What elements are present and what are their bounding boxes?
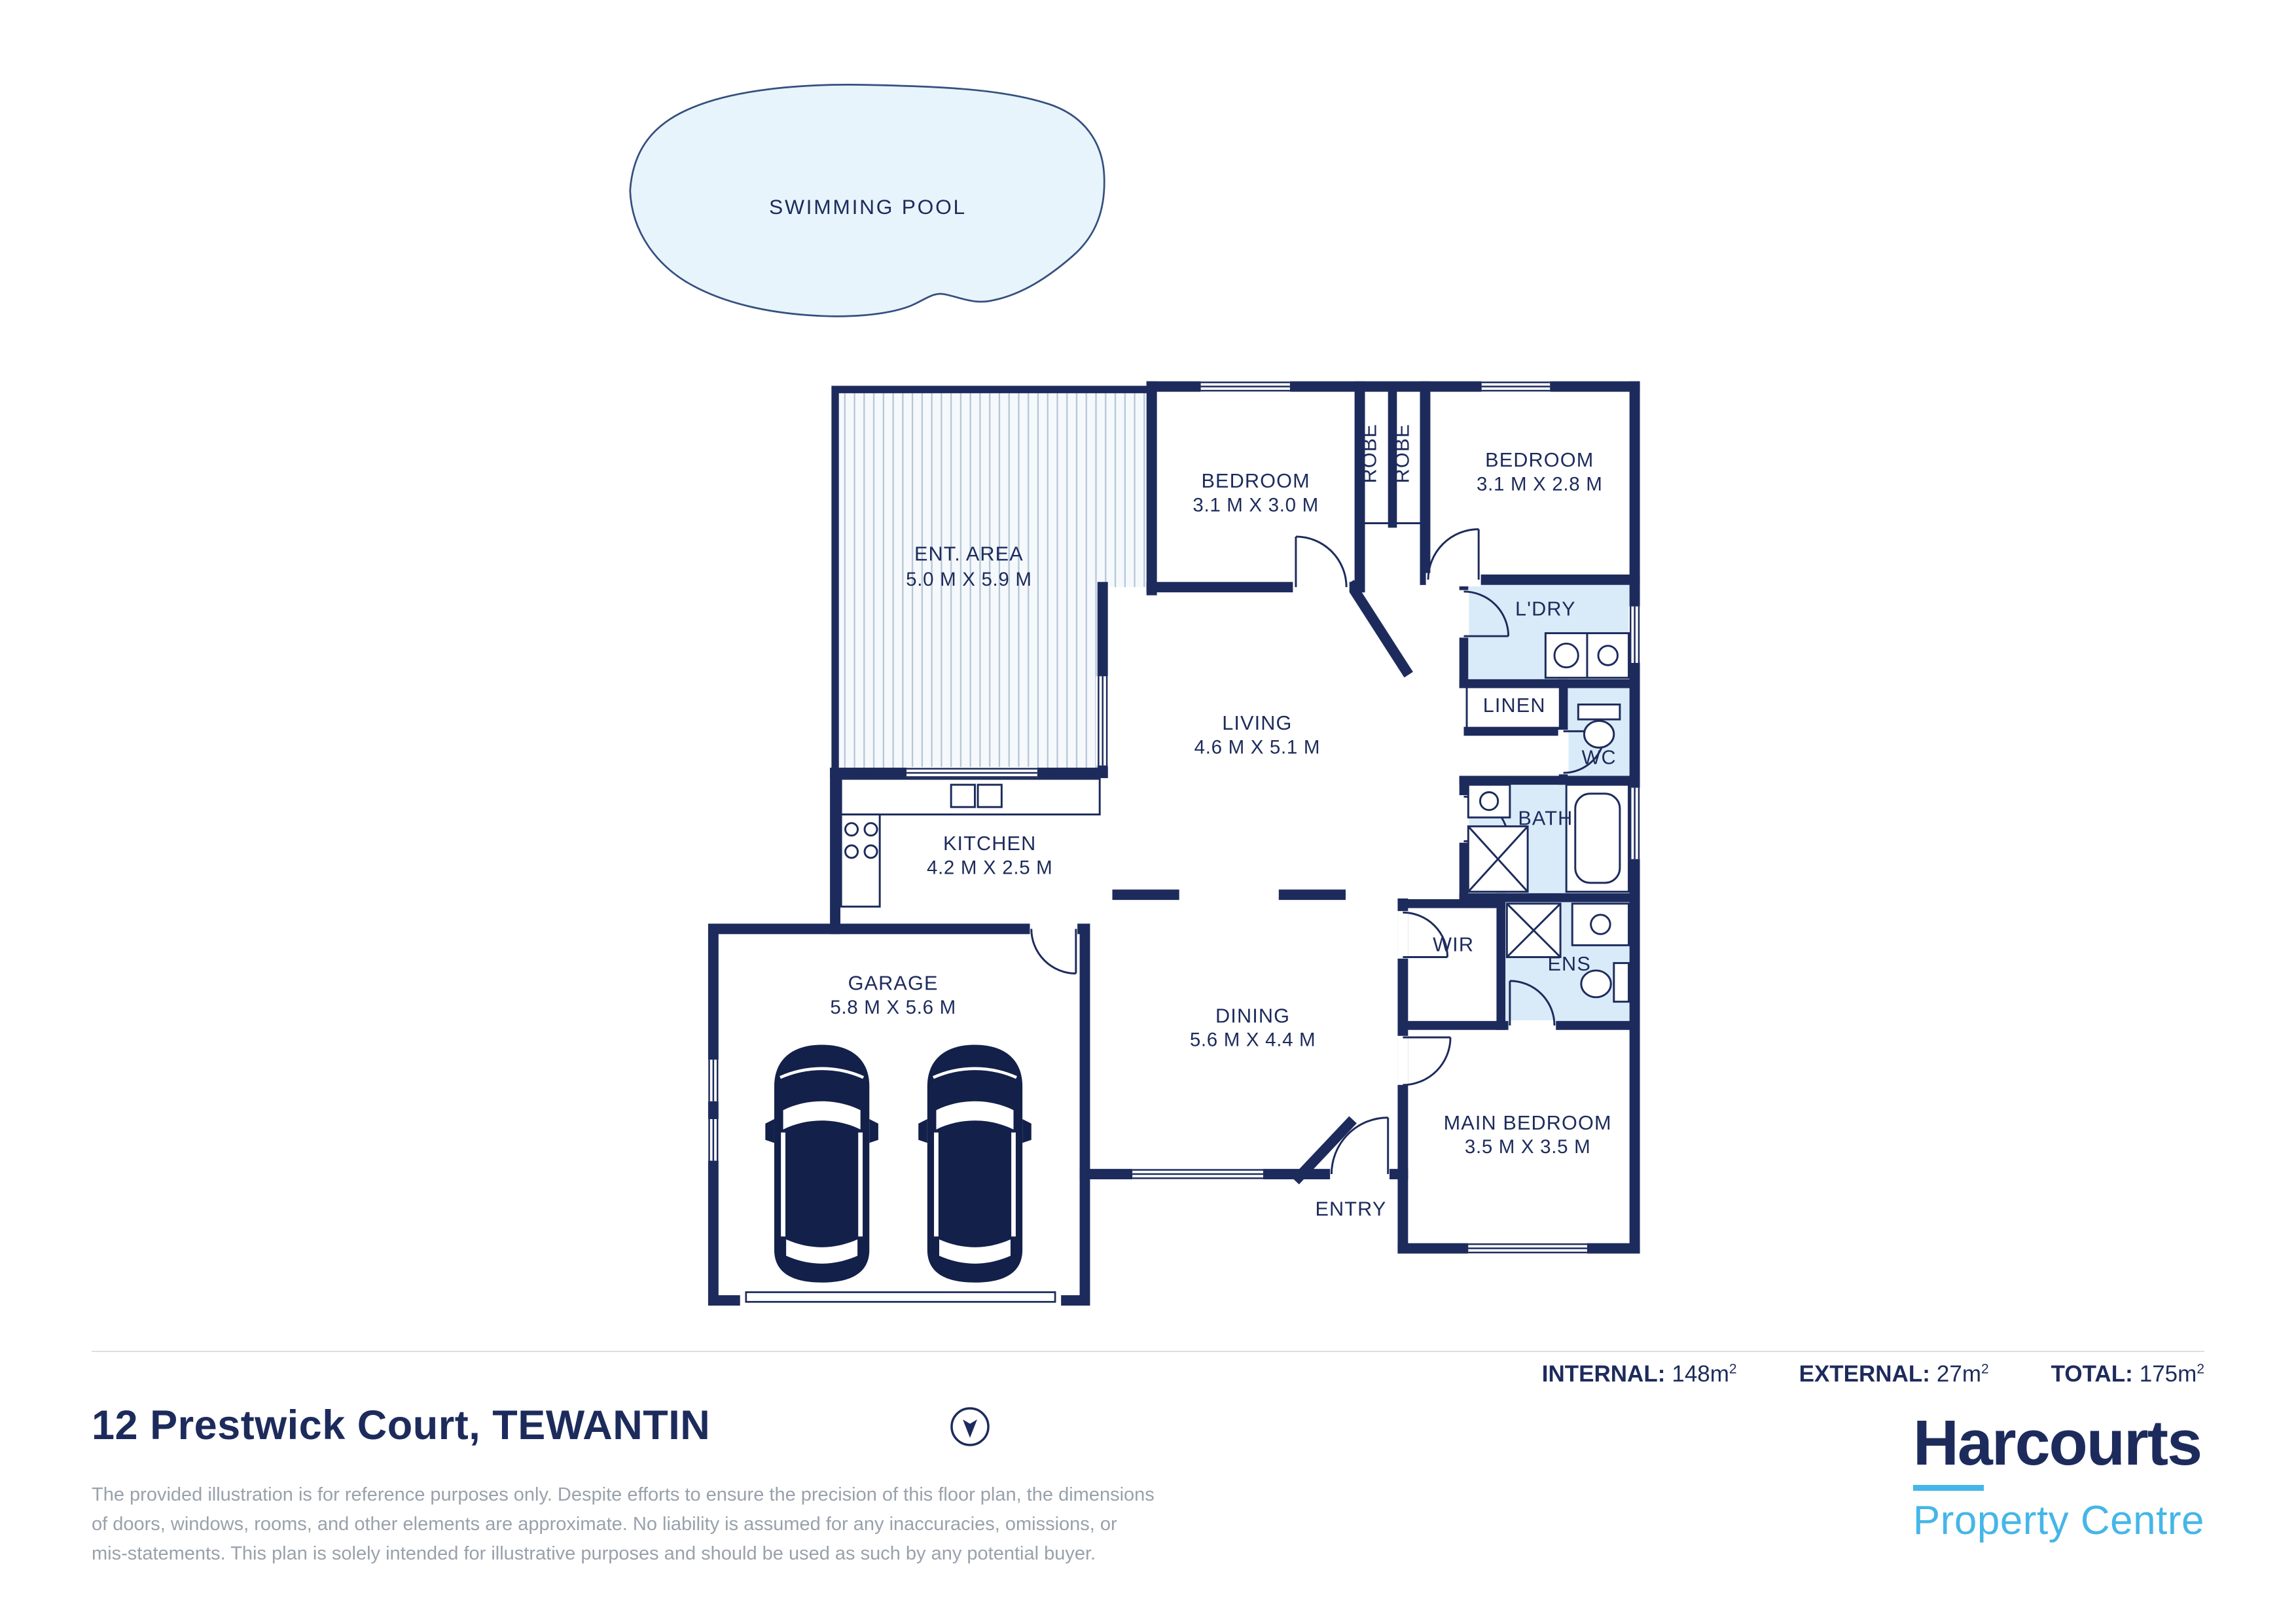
bathtub-icon: [1565, 783, 1630, 893]
car-icon: [918, 1044, 1031, 1282]
pool-outline: [629, 84, 1105, 317]
room-label-living: LIVING: [1222, 712, 1292, 734]
door-swing: [1030, 922, 1078, 974]
stat-internal: INTERNAL:148m2: [1542, 1361, 1737, 1387]
room-label-bedroom-3: BEDROOM: [1485, 449, 1594, 471]
door-swing: [1397, 911, 1448, 959]
brand-name: Harcourts: [1912, 1407, 2202, 1478]
room-label-linen: LINEN: [1483, 694, 1546, 717]
stat-internal-sup: 2: [1729, 1361, 1737, 1377]
bath-shower-icon: [1467, 825, 1529, 893]
window: [1468, 1242, 1587, 1255]
stat-total: TOTAL:175m2: [2051, 1361, 2204, 1387]
stove-icon: [844, 822, 878, 859]
brand-accent-bar: [1912, 1485, 1984, 1491]
windows: [707, 380, 1641, 1255]
stat-total-label: TOTAL:: [2051, 1361, 2133, 1387]
area-stats: INTERNAL:148m2 EXTERNAL:27m2 TOTAL:175m2: [1542, 1361, 2204, 1387]
window: [707, 1119, 719, 1161]
car-icon: [765, 1044, 878, 1282]
window: [906, 766, 1037, 779]
door-swing: [1458, 590, 1510, 638]
ens-toilet-icon: [1580, 962, 1630, 1003]
cars: [765, 1044, 1031, 1282]
room-dims-ent-area: 5.0 M X 5.9 M: [906, 569, 1031, 590]
disclaimer-line-3: mis-statements. This plan is solely inte…: [92, 1543, 1096, 1564]
ent-area-hatch: [838, 389, 1149, 770]
stat-external: EXTERNAL:27m2: [1799, 1361, 1989, 1387]
compass-icon: [948, 1404, 992, 1449]
room-labels: ENT. AREA 5.0 M X 5.9 M BEDROOM 3.1 M X …: [830, 423, 1616, 1221]
brand-tagline: Property Centre: [1912, 1498, 2204, 1543]
stat-internal-value: 148m: [1672, 1361, 1729, 1387]
doors: [1030, 522, 1606, 1181]
door-swing: [1508, 980, 1556, 1031]
room-label-bedroom-2: BEDROOM: [1201, 470, 1310, 492]
window: [1200, 380, 1290, 393]
disclaimer-text: The provided illustration is for referen…: [92, 1480, 1155, 1569]
room-dims-bedroom-3: 3.1 M X 2.8 M: [1477, 474, 1602, 495]
room-label-dining: DINING: [1215, 1005, 1290, 1027]
room-label-laundry: L'DRY: [1515, 597, 1576, 620]
room-label-ens: ENS: [1547, 953, 1590, 975]
stat-external-label: EXTERNAL:: [1799, 1361, 1930, 1387]
bath-vanity-icon: [1467, 783, 1511, 819]
harcourts-logo: Harcourts Property Centre: [1912, 1407, 2204, 1544]
sliding-door: [1096, 676, 1109, 766]
door-swing: [1330, 1116, 1390, 1181]
stat-external-sup: 2: [1981, 1361, 1989, 1377]
stat-total-sup: 2: [2197, 1361, 2204, 1377]
room-label-entry: ENTRY: [1315, 1198, 1386, 1221]
room-label-robe-1: ROBE: [1359, 423, 1381, 483]
door-swing: [1397, 1035, 1452, 1086]
laundry-bench: [1544, 632, 1630, 679]
room-label-ent-area: ENT. AREA: [914, 543, 1024, 565]
garage-door: [740, 1291, 1062, 1308]
disclaimer-line-1: The provided illustration is for referen…: [92, 1484, 1155, 1505]
stat-total-value: 175m: [2139, 1361, 2197, 1387]
door-swing: [1426, 528, 1481, 587]
room-dims-dining: 5.6 M X 4.4 M: [1190, 1029, 1316, 1051]
window: [1132, 1168, 1263, 1181]
stat-external-value: 27m: [1936, 1361, 1981, 1387]
wc-toilet-icon: [1577, 704, 1621, 749]
room-dims-garage: 5.8 M X 5.6 M: [830, 997, 956, 1018]
ens-vanity-icon: [1571, 902, 1630, 946]
room-dims-kitchen: 4.2 M X 2.5 M: [927, 857, 1052, 878]
ens-shower-icon: [1505, 902, 1562, 958]
window: [1481, 380, 1551, 393]
door-swing: [1293, 535, 1350, 594]
property-address: 12 Prestwick Court, TEWANTIN: [92, 1402, 710, 1449]
window: [707, 1060, 719, 1101]
room-label-wc: WC: [1581, 746, 1616, 768]
address-street: 12 Prestwick Court,: [92, 1402, 493, 1448]
window: [1628, 787, 1641, 859]
room-label-garage: GARAGE: [848, 972, 939, 994]
address-suburb: TEWANTIN: [492, 1402, 711, 1448]
pool-label: SWIMMING POOL: [769, 195, 967, 219]
room-dims-living: 4.6 M X 5.1 M: [1194, 736, 1320, 758]
disclaimer-line-2: of doors, windows, rooms, and other elem…: [92, 1514, 1117, 1535]
fixtures: [840, 632, 1630, 1003]
stat-internal-label: INTERNAL:: [1541, 1361, 1666, 1387]
room-label-robe-2: ROBE: [1391, 423, 1413, 483]
room-label-main-bedroom: MAIN BEDROOM: [1444, 1112, 1612, 1134]
footer-divider: [92, 1351, 2204, 1352]
window: [1628, 606, 1641, 663]
room-label-wir: WIR: [1433, 933, 1474, 955]
room-dims-bedroom-2: 3.1 M X 3.0 M: [1193, 494, 1318, 516]
room-label-kitchen: KITCHEN: [943, 832, 1036, 855]
room-label-bath: BATH: [1518, 807, 1573, 829]
room-dims-main-bedroom: 3.5 M X 3.5 M: [1465, 1136, 1590, 1158]
swimming-pool: SWIMMING POOL: [629, 84, 1105, 317]
